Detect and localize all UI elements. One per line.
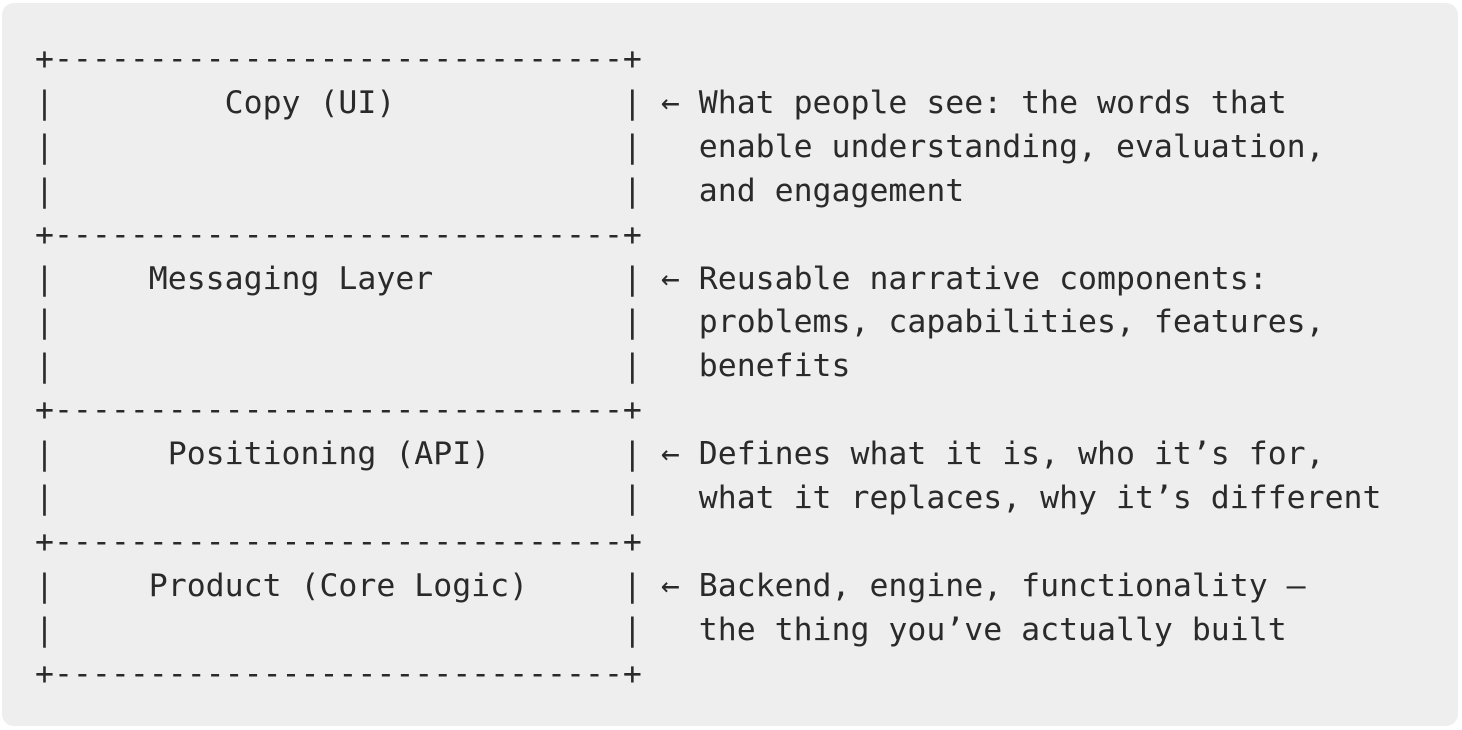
diagram-line-border-2: +------------------------------+ <box>35 392 642 429</box>
diagram-line-messaging-desc-2: | | problems, capabilities, features, <box>35 304 1325 341</box>
diagram-line-positioning-api: | Positioning (API) | ← Defines what it … <box>35 436 1325 473</box>
diagram-line-product-desc-2: | | the thing you’ve actually built <box>35 611 1287 648</box>
diagram-line-product-core-logic: | Product (Core Logic) | ← Backend, engi… <box>35 567 1306 604</box>
diagram-line-border-1: +------------------------------+ <box>35 216 642 253</box>
code-block: +------------------------------+ | Copy … <box>2 3 1458 726</box>
diagram-line-copy-ui: | Copy (UI) | ← What people see: the wor… <box>35 84 1287 121</box>
diagram-line-messaging-desc-3: | | benefits <box>35 348 851 385</box>
ascii-layer-diagram: +------------------------------+ | Copy … <box>35 38 1458 697</box>
diagram-line-border-3: +------------------------------+ <box>35 523 642 560</box>
diagram-line-copy-desc-2: | | enable understanding, evaluation, <box>35 128 1325 165</box>
diagram-line-copy-desc-3: | | and engagement <box>35 172 965 209</box>
diagram-line-border-top: +------------------------------+ <box>35 41 642 77</box>
diagram-line-messaging-layer: | Messaging Layer | ← Reusable narrative… <box>35 260 1268 297</box>
diagram-line-positioning-desc-2: | | what it replaces, why it’s different <box>35 480 1382 517</box>
diagram-line-border-bottom: +------------------------------+ <box>35 655 642 692</box>
